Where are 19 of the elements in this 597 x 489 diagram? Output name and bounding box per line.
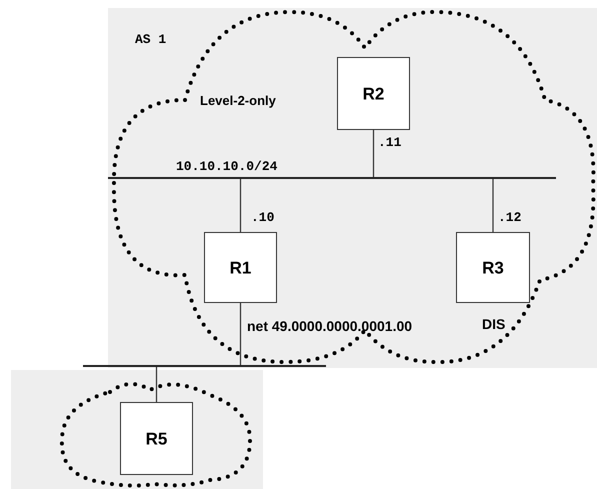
link-line [240, 303, 242, 365]
link-line [372, 130, 374, 177]
router-box [120, 402, 193, 475]
interface-address: .11 [378, 136, 402, 149]
router-name: R3 [482, 259, 504, 276]
subnet-label: 10.10.10.0/24 [176, 160, 278, 173]
router-name: R1 [230, 259, 252, 276]
router-box [337, 57, 410, 130]
router-note: net 49.0000.0000.0001.00 [247, 319, 412, 333]
router-name: R2 [362, 85, 384, 102]
interface-address: .10 [251, 211, 274, 224]
router-name: R5 [146, 430, 168, 447]
link-line [492, 179, 494, 232]
network-area [11, 370, 263, 489]
link-line [240, 179, 242, 232]
area-label: Level-2-only [200, 94, 276, 107]
area-title: AS 1 [135, 33, 166, 46]
interface-address: .12 [498, 211, 522, 224]
router-note: DIS [482, 317, 506, 331]
